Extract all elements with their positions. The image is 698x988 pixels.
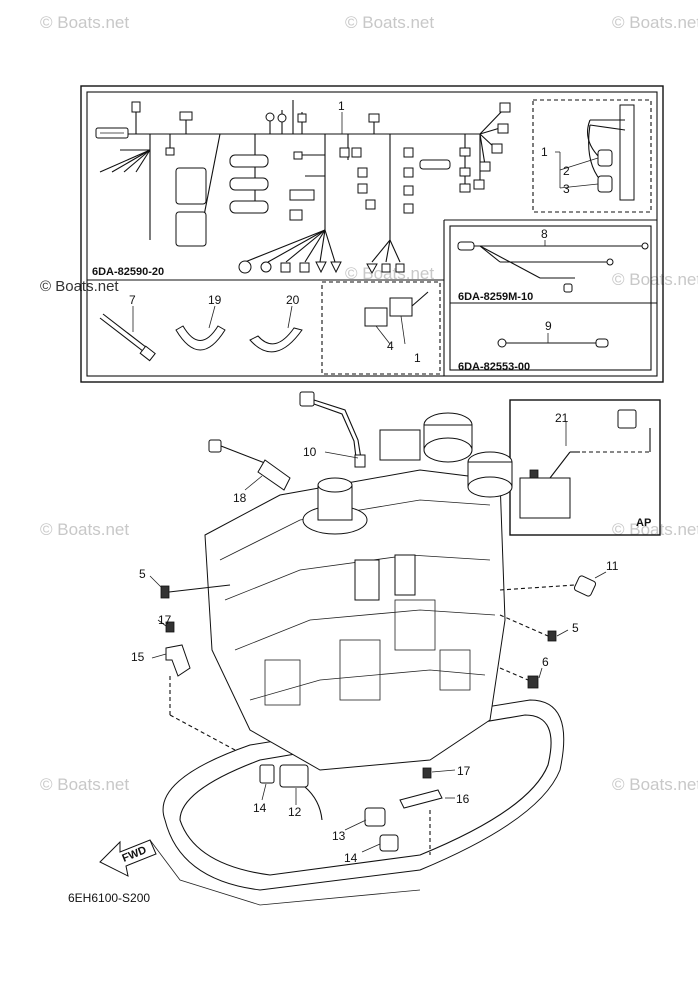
lead-8-kit-code: 6DA-8259M-10 [458,291,533,303]
callout-1: 1 [338,99,345,113]
drawing-number: 6EH6100-S200 [68,891,150,905]
callout-1: 1 [541,145,548,159]
lead-9 [497,333,609,348]
callout-19: 19 [208,293,222,307]
callout-8: 8 [541,227,548,241]
sensor-lead-assembly [555,104,635,201]
watermark-text: © Boats.net [345,13,434,32]
callout-2: 2 [563,164,570,178]
callout-16: 16 [456,792,470,806]
callout-1: 1 [414,351,421,365]
callout-12: 12 [288,805,302,819]
watermark-text: © Boats.net [40,13,129,32]
callout-5: 5 [572,621,579,635]
callout-18: 18 [233,491,247,505]
callout-14: 14 [253,801,267,815]
callout-6: 6 [542,655,549,669]
callout-14: 14 [344,851,358,865]
watermark-text: © Boats.net [40,278,119,295]
watermark-text: © Boats.net [40,775,129,794]
lead-8 [457,240,649,293]
harness-kit-code: 6DA-82590-20 [92,266,164,278]
callout-5: 5 [139,567,146,581]
wiring-kit-panel [80,85,664,383]
fwd-arrow: FWD [99,839,157,877]
callout-4: 4 [387,339,394,353]
callout-11: 11 [606,559,619,573]
callout-21: 21 [555,411,569,425]
watermark-text: © Boats.net [612,270,698,289]
ap-inset [509,399,661,536]
ap-label: AP [636,517,651,529]
callout-7: 7 [129,293,136,307]
callout-20: 20 [286,293,300,307]
lead-9-kit-code: 6DA-82553-00 [458,361,530,373]
callout-9: 9 [545,319,552,333]
cable-ties [99,305,303,362]
watermark-text: © Boats.net [612,520,698,539]
callout-17: 17 [158,613,172,627]
watermark-text: © Boats.net [612,13,698,32]
engine-block-illustration: FWD [99,391,607,906]
watermark-text: © Boats.net [40,520,129,539]
callout-layer: 1 1 2 3 4 1 7 19 20 8 9 21 10 18 5 11 17… [129,99,619,865]
relay-items [364,291,429,345]
callout-17: 17 [457,764,471,778]
callout-15: 15 [131,650,145,664]
watermark-text: © Boats.net [612,775,698,794]
wire-harness [95,100,511,275]
callout-3: 3 [563,182,570,196]
callout-13: 13 [332,829,346,843]
callout-10: 10 [303,445,317,459]
watermark-text: © Boats.net [345,264,434,283]
